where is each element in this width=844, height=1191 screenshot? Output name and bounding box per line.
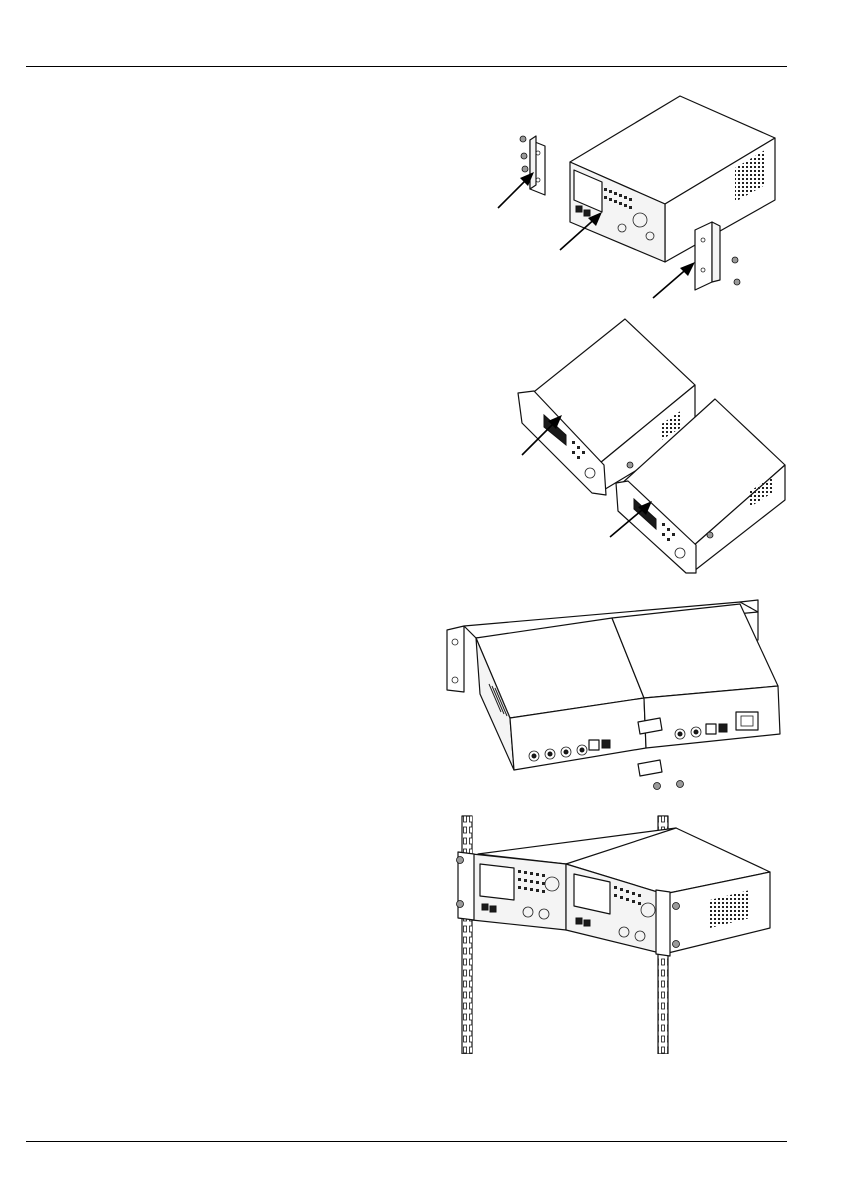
figure-bracket-attachment (490, 90, 790, 305)
figure-rack-mounted (450, 814, 790, 1054)
bottom-rule (26, 1141, 787, 1142)
figure-rear-joining (444, 594, 790, 796)
top-rule (26, 66, 787, 67)
figure-front-panel-frames (510, 315, 790, 577)
